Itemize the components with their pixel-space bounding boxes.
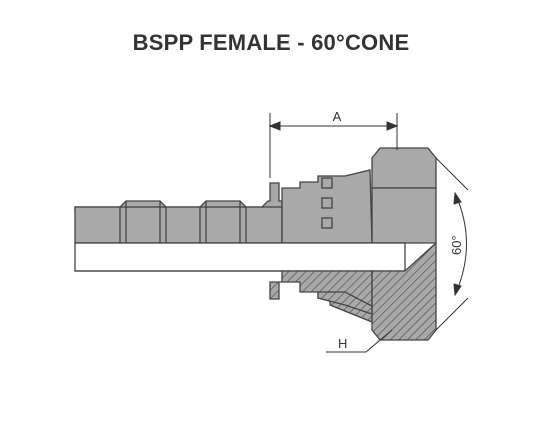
nut-hex-middle [371, 187, 437, 244]
h-leader-diagonal [365, 329, 393, 353]
nut-section-lower [329, 241, 437, 341]
dim-a-arrow-right [386, 121, 399, 131]
angle-arrow-bottom [453, 283, 462, 297]
angle-leader-bottom [435, 297, 469, 331]
hex-label: H [338, 336, 347, 351]
dim-a-label: A [333, 109, 342, 124]
dimension-a [268, 113, 399, 178]
dim-a-arrow-left [268, 121, 281, 131]
fitting-lower-half [75, 241, 437, 341]
stem-body-upper [74, 206, 283, 244]
nut-hex-top [371, 147, 437, 189]
angle-arc [454, 192, 467, 296]
bore-channel [74, 242, 406, 272]
angle-arrow-top [453, 191, 462, 205]
cone-angle-label: 60° [449, 235, 464, 255]
fitting-upper-half [74, 147, 437, 244]
drawing-title: BSPP FEMALE - 60°CONE [132, 30, 410, 55]
cone-seat [317, 291, 373, 315]
angle-leader-top [435, 157, 469, 191]
collar-groove-3 [321, 217, 333, 229]
collar-groove-2 [321, 197, 333, 209]
cone-angle-dimension [435, 157, 469, 331]
dimension-h [326, 329, 393, 353]
collar-groove-1 [321, 177, 333, 189]
